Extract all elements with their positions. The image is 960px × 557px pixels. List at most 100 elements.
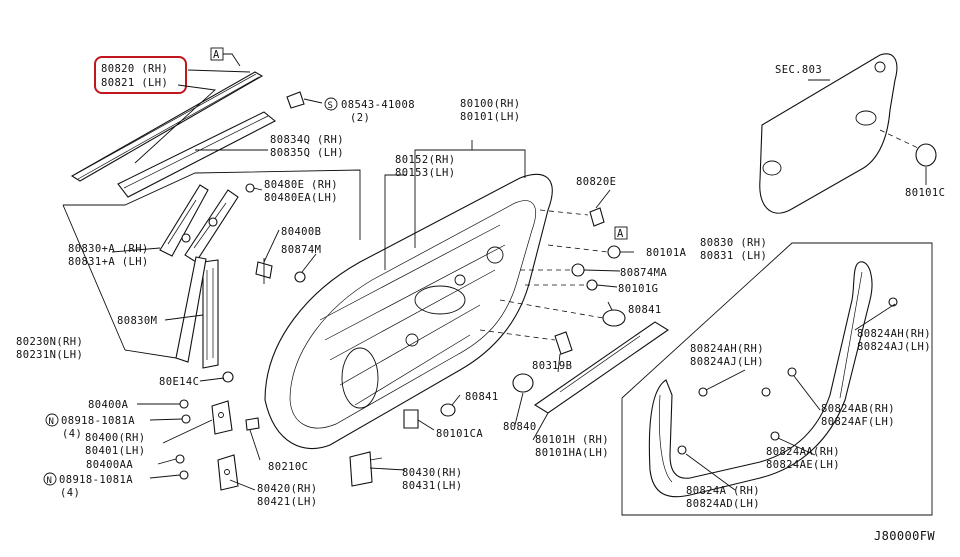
label-80101: 80101(LH) [460, 111, 521, 123]
drawing-code: J80000FW [874, 529, 935, 543]
label-80834q: 80834Q (RH) [270, 134, 344, 146]
sec-803-panel-part [759, 53, 937, 214]
label-80874ma: 80874MA [620, 267, 667, 279]
label-80101ha: 80101HA(LH) [535, 447, 609, 459]
label-sec-803: SEC.803 [775, 64, 822, 76]
door-lock-part[interactable] [349, 451, 383, 487]
label-80830a: 80830+A (RH) [68, 243, 149, 255]
screw-part[interactable]: S [286, 91, 338, 111]
door-weatherstrip-part[interactable] [648, 261, 873, 498]
label-80824aj-right: 80824AJ(LH) [857, 341, 931, 353]
label-80820: 80820 (RH) [101, 63, 168, 75]
label-80824ab: 80824AB(RH) [821, 403, 895, 415]
bolt-80210c-part[interactable] [245, 417, 260, 431]
label-80824ae: 80824AE(LH) [766, 459, 840, 471]
svg-text:N: N [47, 476, 53, 486]
label-80210c: 80210C [268, 461, 308, 473]
label-80421: 80421(LH) [257, 496, 318, 508]
door-shell-part[interactable] [264, 173, 553, 449]
label-80101g: 80101G [618, 283, 658, 295]
label-80101a: 80101A [646, 247, 687, 259]
clip-80824ab-part[interactable] [787, 367, 797, 377]
grommet-80874ma-part[interactable] [571, 263, 585, 277]
label-80824ah-right: 80824AH(RH) [857, 328, 931, 340]
label-80e14c: 80E14C [159, 376, 199, 388]
molding-part[interactable] [117, 111, 276, 198]
label-80821: 80821 (LH) [101, 77, 168, 89]
plug-80841-right-part[interactable] [602, 309, 626, 327]
label-80831a: 80831+A (LH) [68, 256, 149, 268]
label-08543: 08543-41008 [341, 99, 415, 111]
label-80480ea: 80480EA(LH) [264, 192, 338, 204]
clip-80824a-part[interactable] [677, 445, 687, 455]
label-80824aa: 80824AA(RH) [766, 446, 840, 458]
label-80230n: 80230N(RH) [16, 336, 83, 348]
label-80824af: 80824AF(LH) [821, 416, 895, 428]
clip-80820e-part[interactable] [589, 207, 605, 227]
reinforcement-bar-part[interactable] [533, 321, 670, 414]
label-80874m: 80874M [281, 244, 321, 256]
label-80835q: 80835Q (LH) [270, 147, 344, 159]
ref-marker-a-right: A [614, 226, 628, 240]
label-80831: 80831 (LH) [700, 250, 767, 262]
label-80100: 80100(RH) [460, 98, 521, 110]
plug-80841-left-part[interactable] [440, 403, 456, 417]
ref-marker-a-top-label: A [213, 49, 220, 61]
svg-text:S: S [328, 101, 334, 111]
nut-80101g-part[interactable] [586, 279, 598, 291]
label-80400aa: 80400AA [86, 459, 133, 471]
label-08543-qty: (2) [350, 112, 370, 124]
label-80420: 80420(RH) [257, 483, 318, 495]
label-08918a-qty: (4) [62, 428, 82, 440]
lower-hinge-part[interactable] [175, 454, 239, 491]
label-80431: 80431(LH) [402, 480, 463, 492]
label-80830: 80830 (RH) [700, 237, 767, 249]
clip-80824ah-part[interactable] [698, 387, 708, 397]
label-80430: 80430(RH) [402, 467, 463, 479]
label-80400: 80400(RH) [85, 432, 146, 444]
label-80231n: 80231N(LH) [16, 349, 83, 361]
label-80400b: 80400B [281, 226, 321, 238]
grommet-80874m-part[interactable] [294, 271, 306, 283]
window-regulator-part[interactable] [159, 184, 239, 263]
nut-80101a-part[interactable] [607, 245, 621, 259]
label-80840: 80840 [503, 421, 537, 433]
label-80841-right: 80841 [628, 304, 662, 316]
label-80400a: 80400A [88, 399, 129, 411]
label-80101h: 80101H (RH) [535, 434, 609, 446]
label-80401: 80401(LH) [85, 445, 146, 457]
clip-80824ab2-part[interactable] [761, 387, 771, 397]
clip-80e14c-part[interactable] [222, 371, 234, 383]
clip-80319b-part[interactable] [554, 331, 573, 355]
label-80830m: 80830M [117, 315, 157, 327]
bolt-80480e-part[interactable] [245, 183, 255, 193]
label-08918b: 08918-1081A [59, 474, 133, 486]
label-08918b-qty: (4) [60, 487, 80, 499]
pad-80101ca-part[interactable] [403, 409, 419, 429]
svg-text:N: N [49, 417, 55, 427]
clip-80824aa-part[interactable] [770, 431, 780, 441]
label-80480e: 80480E (RH) [264, 179, 338, 191]
label-80824ad: 80824AD(LH) [686, 498, 760, 510]
label-80101c: 80101C [905, 187, 945, 199]
bolt-80400b-part[interactable] [255, 258, 273, 284]
ref-marker-a-top: A [210, 47, 241, 67]
label-80152: 80152(RH) [395, 154, 456, 166]
highlight-box [94, 56, 187, 94]
upper-hinge-part[interactable] [179, 399, 233, 435]
labels: 80820 (RH) 80821 (LH) 08543-41008 (2) 80… [16, 63, 945, 543]
label-80824ah-left: 80824AH(RH) [690, 343, 764, 355]
plug-80840-part[interactable] [512, 373, 534, 393]
label-80841-left: 80841 [465, 391, 499, 403]
guide-channel-part[interactable] [202, 259, 219, 369]
ref-marker-a-right-label: A [617, 228, 624, 240]
label-80824a: 80824A (RH) [686, 485, 760, 497]
label-80820e: 80820E [576, 176, 616, 188]
outer-weatherstrip-part[interactable] [70, 71, 264, 182]
label-80319b: 80319B [532, 360, 572, 372]
label-08918a: 08918-1081A [61, 415, 135, 427]
label-80824aj-left: 80824AJ(LH) [690, 356, 764, 368]
front-sash-part[interactable] [175, 256, 207, 363]
label-80153: 80153(LH) [395, 167, 456, 179]
